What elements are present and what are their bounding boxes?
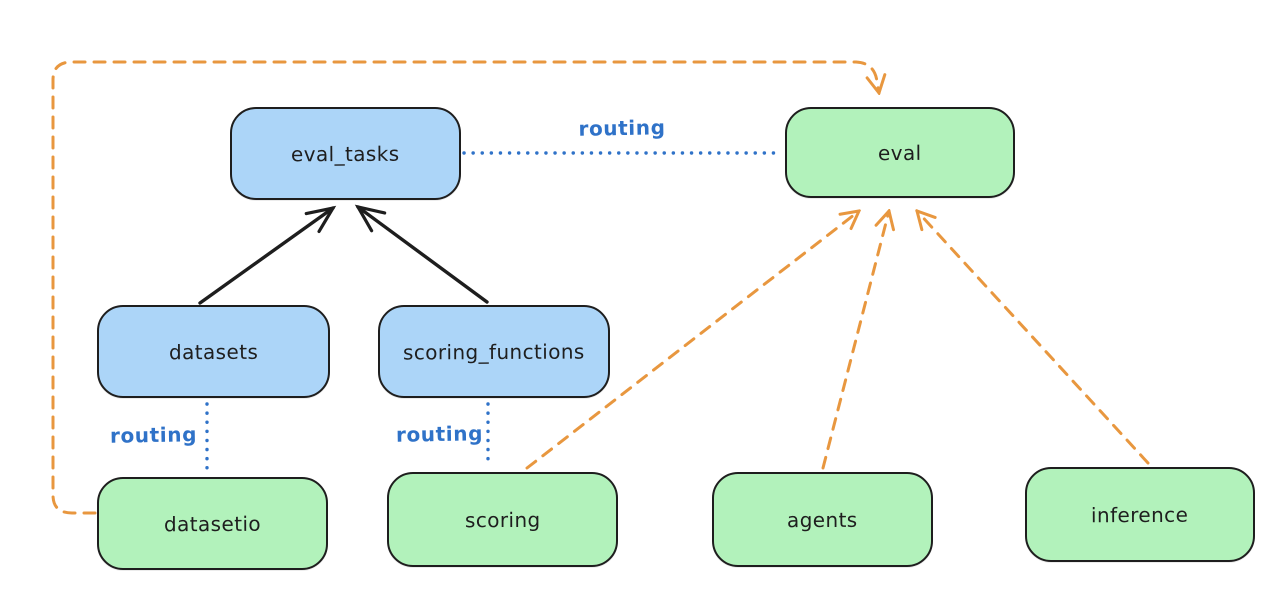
edge-datasets-to-eval-tasks	[198, 205, 337, 305]
node-inference: inference	[1025, 467, 1255, 562]
node-eval-tasks-label: eval_tasks	[291, 141, 400, 166]
edge-label-routing-eval-tasks-eval: routing	[578, 115, 666, 141]
edge-scoring-functions-to-eval-tasks	[354, 204, 489, 304]
node-eval-label: eval	[878, 140, 922, 165]
node-datasetio: datasetio	[97, 477, 328, 570]
node-agents-label: agents	[787, 507, 858, 532]
edge-label-routing-scoring-functions-scoring: routing	[395, 421, 484, 447]
edge-agents-to-eval	[821, 211, 889, 470]
node-scoring-label: scoring	[464, 507, 541, 532]
node-scoring: scoring	[387, 472, 618, 567]
node-scoring-functions: scoring_functions	[378, 305, 610, 398]
node-eval: eval	[785, 107, 1015, 198]
edge-scoring-to-eval	[525, 211, 859, 470]
node-scoring-functions-label: scoring_functions	[403, 339, 585, 364]
edge-label-routing-datasets-datasetio: routing	[109, 422, 198, 448]
node-eval-tasks: eval_tasks	[230, 107, 461, 200]
node-inference-label: inference	[1091, 502, 1189, 527]
edge-inference-to-eval	[917, 211, 1150, 465]
node-datasets: datasets	[97, 305, 330, 398]
node-agents: agents	[712, 472, 933, 567]
node-datasets-label: datasets	[168, 339, 259, 364]
node-datasetio-label: datasetio	[163, 511, 262, 536]
edge-datasetio-to-eval	[51, 60, 879, 515]
